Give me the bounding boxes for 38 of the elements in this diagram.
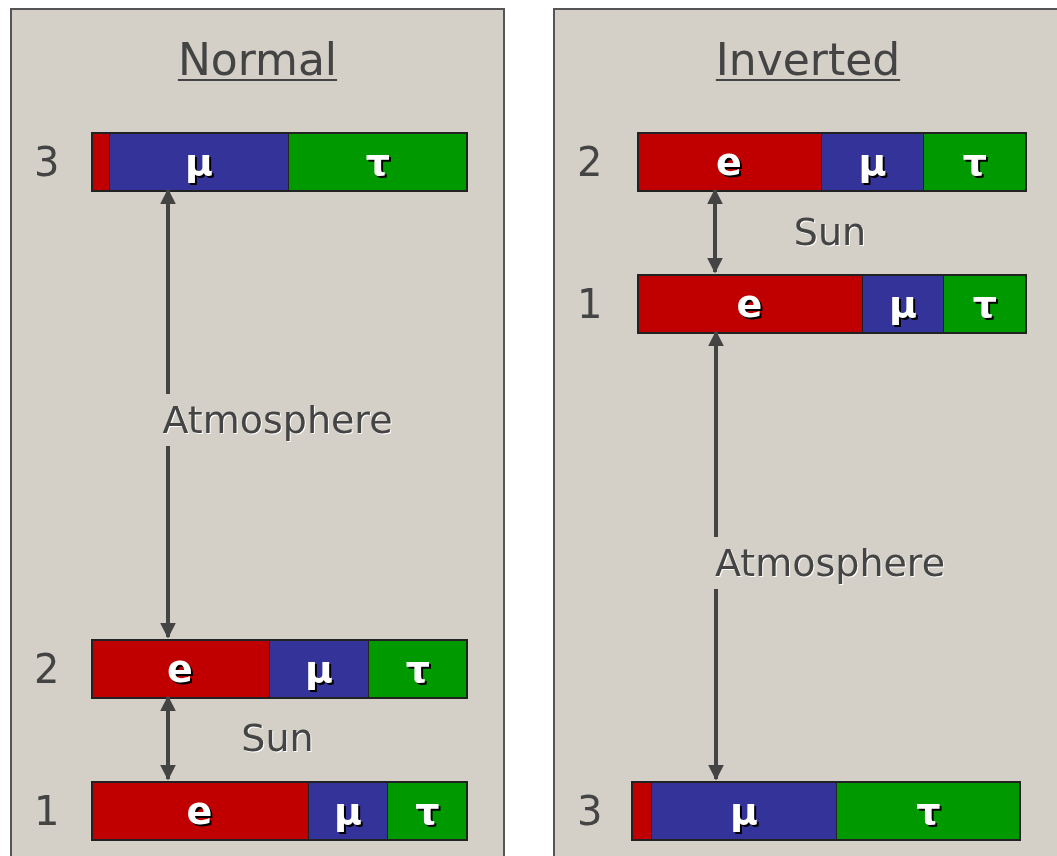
level-bar xyxy=(637,274,1027,334)
bar-segment: μ xyxy=(110,134,289,190)
bar-segment: τ xyxy=(289,134,466,190)
bar-segment: e xyxy=(639,134,822,190)
bar-segment: μ xyxy=(652,783,837,839)
arrow xyxy=(708,330,724,781)
bar-segment: μ xyxy=(822,134,924,190)
bar-segment: τ xyxy=(924,134,1025,190)
bar-segment: e xyxy=(639,276,863,332)
level-number: 3 xyxy=(34,138,60,186)
arrow xyxy=(160,188,176,639)
panel-title: Normal xyxy=(176,33,339,87)
level-bar xyxy=(637,132,1027,192)
level-number: 3 xyxy=(577,787,603,835)
level-bar xyxy=(91,639,468,699)
level-number: 2 xyxy=(34,645,60,693)
level-bar xyxy=(631,781,1021,841)
bar-segment: e xyxy=(93,783,309,839)
panel xyxy=(553,8,1057,856)
panel xyxy=(10,8,505,856)
level-number: 2 xyxy=(577,138,603,186)
level-bar xyxy=(91,781,468,841)
arrow xyxy=(160,695,176,781)
bar-segment: τ xyxy=(837,783,1019,839)
level-number: 1 xyxy=(577,280,603,328)
bar-segment xyxy=(633,783,652,839)
bar-segment xyxy=(93,134,110,190)
level-bar xyxy=(91,132,468,192)
bar-segment: μ xyxy=(863,276,944,332)
panel-title: Inverted xyxy=(714,33,902,87)
level-number: 1 xyxy=(34,787,60,835)
bar-segment: μ xyxy=(270,641,369,697)
arrow xyxy=(707,188,723,274)
bar-segment: τ xyxy=(369,641,466,697)
bar-segment: τ xyxy=(944,276,1025,332)
bar-segment: μ xyxy=(309,783,388,839)
bar-segment: e xyxy=(93,641,270,697)
bar-segment: τ xyxy=(388,783,466,839)
